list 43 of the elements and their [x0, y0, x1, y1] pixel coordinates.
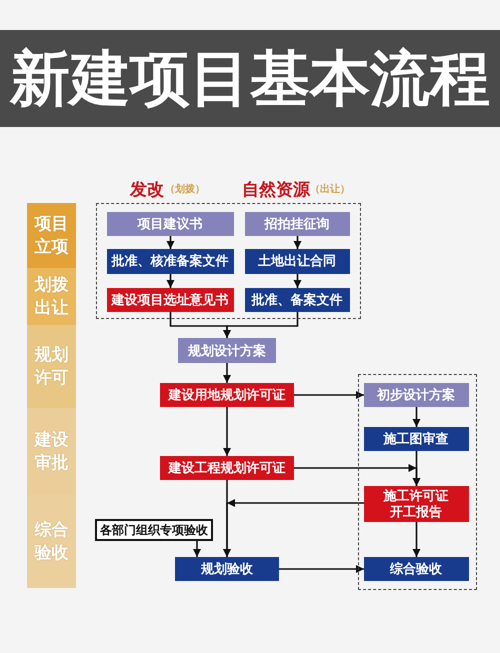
heading-note: （划拨） [165, 185, 205, 195]
process-box: 各部门组织专项验收 [95, 519, 213, 541]
stage-band: 建设审批 [27, 408, 76, 495]
stage-band: 规划许可 [27, 325, 76, 408]
process-box: 批准、备案文件 [244, 288, 350, 312]
arrow [166, 274, 174, 288]
arrow [223, 480, 231, 557]
process-box: 批准、核准备案文件 [106, 248, 234, 274]
process-box: 规划设计方案 [178, 338, 276, 363]
process-box: 规划验收 [175, 557, 279, 581]
arrow [193, 541, 201, 557]
process-box: 建设工程规划许可证 [160, 456, 294, 480]
arrow [223, 363, 231, 383]
arrow [294, 236, 302, 249]
arrow [412, 407, 420, 427]
column-heading: 自然资源 [242, 181, 310, 198]
process-box: 招拍挂征询 [244, 212, 350, 236]
stage-band: 划拨出让 [27, 268, 76, 325]
dashed-group-frame [96, 203, 361, 319]
arrow [279, 565, 364, 573]
title-banner: 新建项目基本流程 [0, 30, 500, 127]
arrow [223, 312, 298, 338]
arrow [294, 391, 364, 399]
process-box: 建设项目选址意见书 [106, 288, 234, 312]
process-box: 施工图审查 [364, 426, 468, 450]
arrow [223, 407, 231, 456]
process-box: 初步设计方案 [364, 382, 468, 406]
column-heading: 发改 [130, 181, 164, 198]
arrow [412, 522, 420, 557]
dashed-group-frame [358, 374, 477, 590]
stage-band: 综合验收 [27, 495, 76, 588]
process-box: 土地出让合同 [244, 248, 350, 274]
step-label: 开工报告 [390, 504, 442, 520]
arrow [166, 236, 174, 249]
stage-band: 项目立项 [27, 203, 76, 268]
arrow [294, 464, 420, 486]
step-label: 施工许可证 [384, 488, 448, 504]
process-box: 建设用地规划许可证 [160, 383, 294, 407]
heading-note: （出让） [310, 185, 350, 195]
process-box: 项目建议书 [106, 212, 234, 236]
process-box [364, 486, 468, 522]
process-box: 综合验收 [364, 556, 468, 580]
arrow [294, 274, 302, 288]
